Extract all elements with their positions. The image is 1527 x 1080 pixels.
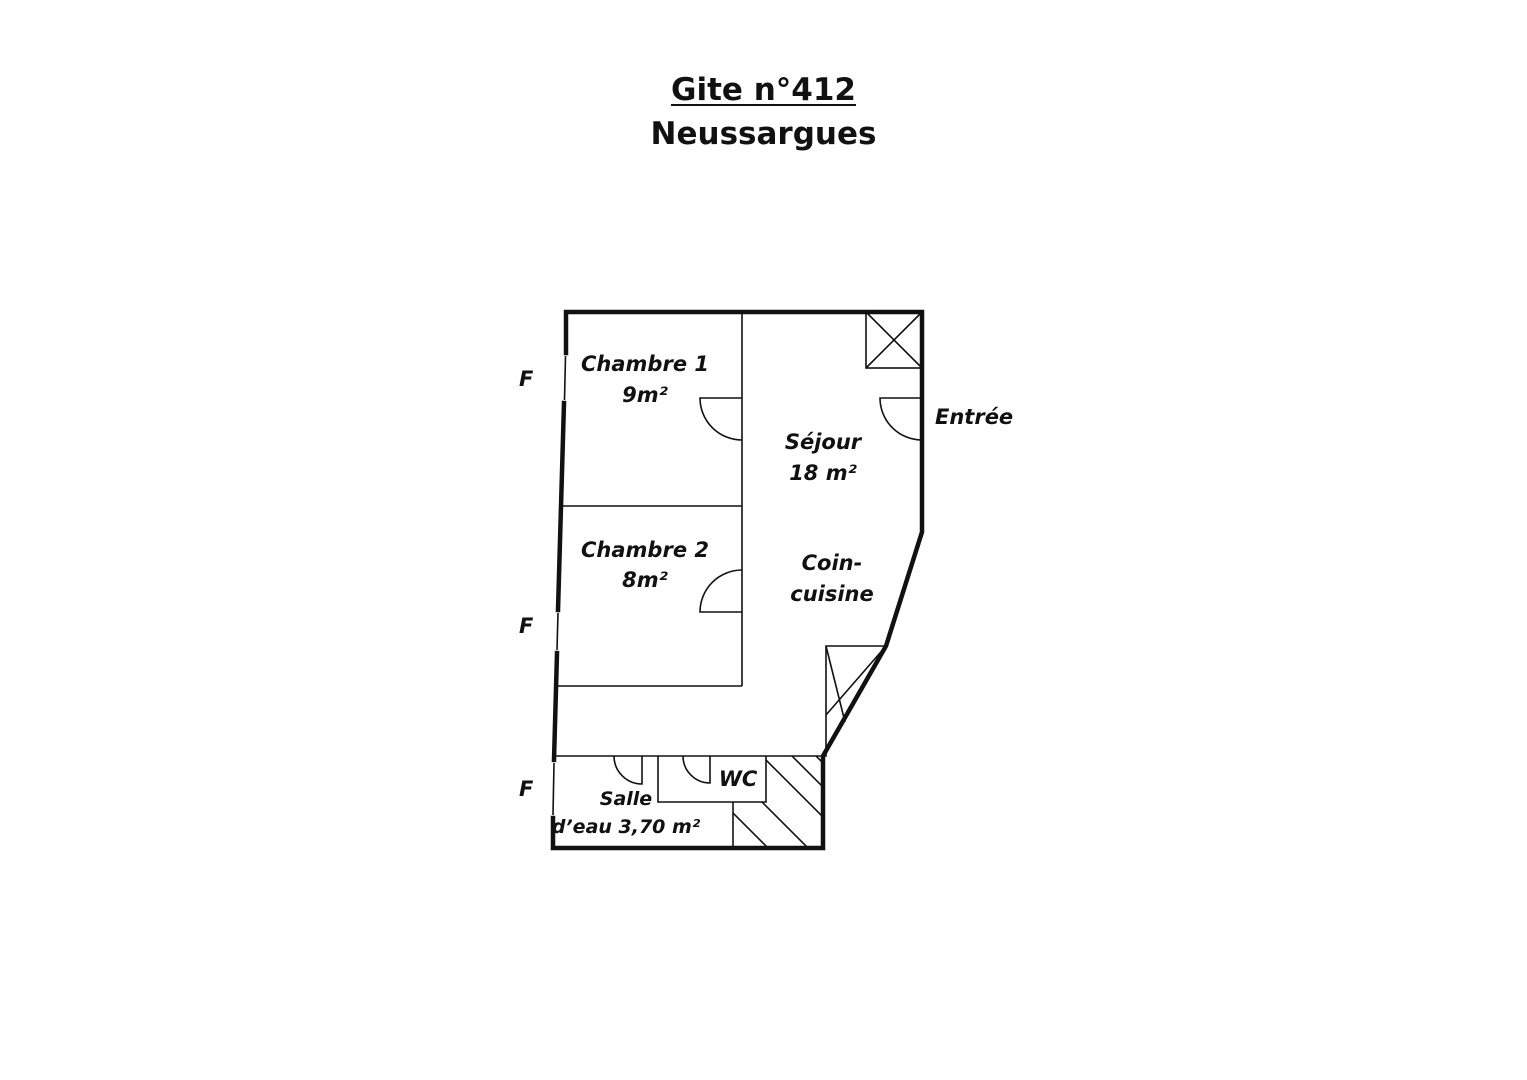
plan-subtitle: Neussargues [650,116,877,152]
window-salle [552,762,555,816]
window-chambre1 [563,355,567,401]
partitions [554,312,823,848]
chambre2-area: 8m² [622,568,668,592]
door-chambre2 [699,569,743,613]
windows [552,355,567,816]
cupboard-top-right [865,311,923,369]
door-wc [682,755,711,784]
chambre1-area: 9m² [622,383,668,407]
wall-left-chambre2 [551,650,560,763]
salle-line1: Salle [600,788,653,810]
sejour-name: Séjour [785,430,863,454]
salle-line2: d’eau 3,70 m² [552,816,701,838]
plan-title: Gite n°412 [671,72,856,108]
wc-label: WC [719,767,758,791]
wall-left-chambre1 [555,400,567,613]
cuisine-line2: cuisine [790,582,874,606]
door-chambre1 [699,397,743,441]
chambre1-name: Chambre 1 [581,352,709,376]
cuisine-line1: Coin- [802,551,863,575]
window-marker-3: F [519,777,534,801]
door-entree [879,397,923,441]
wc-enclosure [657,756,767,803]
sejour-area: 18 m² [789,461,857,485]
entree-label: Entrée [935,405,1013,429]
chambre2-name: Chambre 2 [581,538,709,562]
cupboard-angled [821,645,888,757]
door-salle [613,755,643,785]
doors [613,397,923,785]
window-marker-2: F [519,614,534,638]
window-chambre2 [556,612,559,651]
window-marker-1: F [519,367,534,391]
